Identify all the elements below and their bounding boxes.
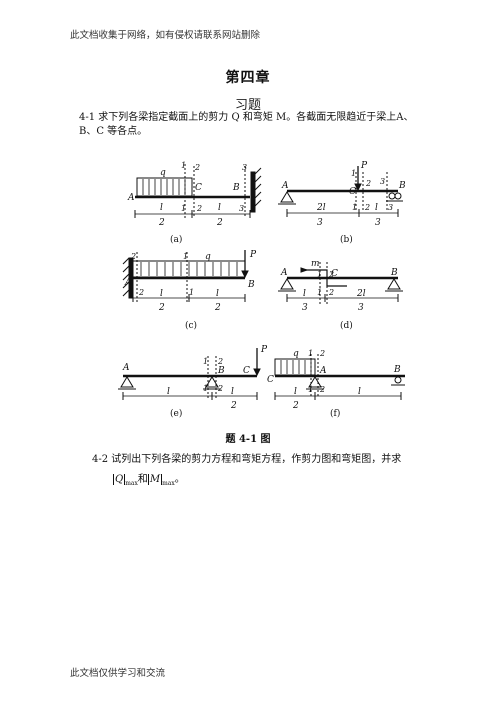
svg-text:l: l bbox=[216, 289, 219, 299]
svg-text:3: 3 bbox=[302, 303, 308, 313]
svg-text:l: l bbox=[358, 387, 361, 397]
section-title: 习题 bbox=[234, 98, 261, 113]
svg-text:l: l bbox=[167, 387, 170, 397]
svg-text:1: 1 bbox=[317, 288, 322, 297]
beam-c: 2 1 q P A B 2 1 l 2 l 2 (c) bbox=[122, 250, 257, 331]
svg-text:P: P bbox=[260, 345, 268, 355]
svg-text:3: 3 bbox=[242, 163, 247, 172]
svg-text:1: 1 bbox=[181, 204, 186, 213]
svg-text:3: 3 bbox=[388, 203, 393, 212]
svg-text:1: 1 bbox=[189, 288, 194, 297]
svg-text:C: C bbox=[195, 183, 202, 193]
problem-4-1-text: 4-1 求下列各梁指定截面上的剪力 Q 和弯矩 M。各截面无限趋近于梁上A、B、… bbox=[79, 112, 414, 137]
svg-text:3: 3 bbox=[375, 218, 381, 228]
svg-text:B: B bbox=[398, 181, 405, 191]
svg-text:3: 3 bbox=[239, 204, 244, 213]
svg-text:2: 2 bbox=[230, 401, 237, 411]
svg-text:P: P bbox=[360, 161, 368, 171]
figure-caption: 题 4-1 图 bbox=[225, 434, 271, 445]
svg-text:2l: 2l bbox=[316, 203, 326, 213]
svg-text:2: 2 bbox=[216, 218, 223, 228]
svg-text:2: 2 bbox=[328, 270, 334, 279]
svg-text:A: A bbox=[127, 193, 135, 203]
svg-text:2: 2 bbox=[365, 179, 371, 188]
svg-text:2: 2 bbox=[214, 303, 221, 313]
svg-text:P: P bbox=[249, 250, 257, 260]
svg-text:2: 2 bbox=[130, 252, 136, 261]
svg-text:2: 2 bbox=[196, 204, 202, 213]
svg-text:3: 3 bbox=[317, 218, 323, 228]
svg-text:l: l bbox=[160, 203, 163, 213]
svg-text:l: l bbox=[231, 387, 234, 397]
svg-text:2: 2 bbox=[319, 349, 325, 358]
svg-text:C: C bbox=[331, 269, 338, 279]
svg-text:2: 2 bbox=[292, 401, 299, 411]
svg-text:B: B bbox=[390, 268, 398, 278]
svg-text:A: A bbox=[124, 278, 132, 288]
svg-text:l: l bbox=[375, 203, 378, 213]
svg-text:1: 1 bbox=[183, 252, 188, 261]
svg-text:B: B bbox=[217, 366, 225, 376]
header-note: 此文档收集于网络，如有侵权请联系网站删除 bbox=[70, 30, 261, 41]
svg-text:2: 2 bbox=[364, 203, 370, 212]
svg-text:1: 1 bbox=[203, 384, 208, 393]
svg-text:3: 3 bbox=[380, 177, 385, 186]
svg-text:2: 2 bbox=[138, 288, 144, 297]
svg-text:1: 1 bbox=[203, 357, 208, 366]
svg-text:1: 1 bbox=[308, 385, 313, 394]
svg-text:2: 2 bbox=[217, 384, 223, 393]
svg-text:2: 2 bbox=[158, 218, 165, 228]
svg-text:l: l bbox=[218, 203, 221, 213]
svg-text:l: l bbox=[294, 387, 297, 397]
svg-text:2: 2 bbox=[328, 288, 334, 297]
svg-text:l: l bbox=[160, 289, 163, 299]
label-c: (c) bbox=[185, 320, 197, 331]
svg-text:m: m bbox=[311, 259, 320, 269]
q-max-abs: Q bbox=[113, 474, 126, 485]
svg-text:2l: 2l bbox=[356, 289, 366, 299]
svg-text:2: 2 bbox=[217, 357, 223, 366]
svg-text:B: B bbox=[393, 365, 401, 375]
svg-text:B: B bbox=[232, 183, 240, 193]
svg-text:l: l bbox=[303, 289, 306, 299]
svg-text:1: 1 bbox=[181, 161, 186, 170]
label-d: (d) bbox=[340, 320, 353, 331]
svg-text:C: C bbox=[243, 366, 250, 376]
svg-text:1: 1 bbox=[351, 169, 356, 178]
label-b: (b) bbox=[340, 234, 353, 245]
chapter-title: 第四章 bbox=[225, 70, 271, 86]
problem-4-2-text: 4-2 试列出下列各梁的剪力方程和弯矩方程，作剪力图和弯矩图，并求 bbox=[92, 454, 402, 465]
svg-text:2: 2 bbox=[319, 385, 325, 394]
svg-text:A: A bbox=[122, 363, 130, 373]
svg-text:q: q bbox=[293, 349, 299, 359]
svg-text:1: 1 bbox=[352, 203, 357, 212]
svg-text:2: 2 bbox=[194, 163, 200, 172]
svg-text:1: 1 bbox=[308, 349, 313, 358]
label-e: (e) bbox=[170, 408, 182, 419]
svg-text:A: A bbox=[319, 366, 327, 376]
svg-text:C: C bbox=[349, 187, 356, 197]
footer-note: 此文档仅供学习和交流 bbox=[70, 668, 166, 679]
svg-text:B: B bbox=[247, 280, 255, 290]
svg-text:q: q bbox=[160, 168, 166, 178]
svg-text:q: q bbox=[205, 252, 211, 262]
svg-text:2: 2 bbox=[158, 303, 165, 313]
label-f: (f) bbox=[330, 408, 340, 419]
svg-text:1: 1 bbox=[317, 270, 322, 279]
svg-text:3: 3 bbox=[358, 303, 364, 313]
svg-text:A: A bbox=[281, 181, 289, 191]
m-max-abs: M bbox=[147, 474, 163, 485]
svg-text:C: C bbox=[267, 375, 274, 385]
label-a: (a) bbox=[170, 234, 182, 245]
svg-text:A: A bbox=[280, 268, 288, 278]
